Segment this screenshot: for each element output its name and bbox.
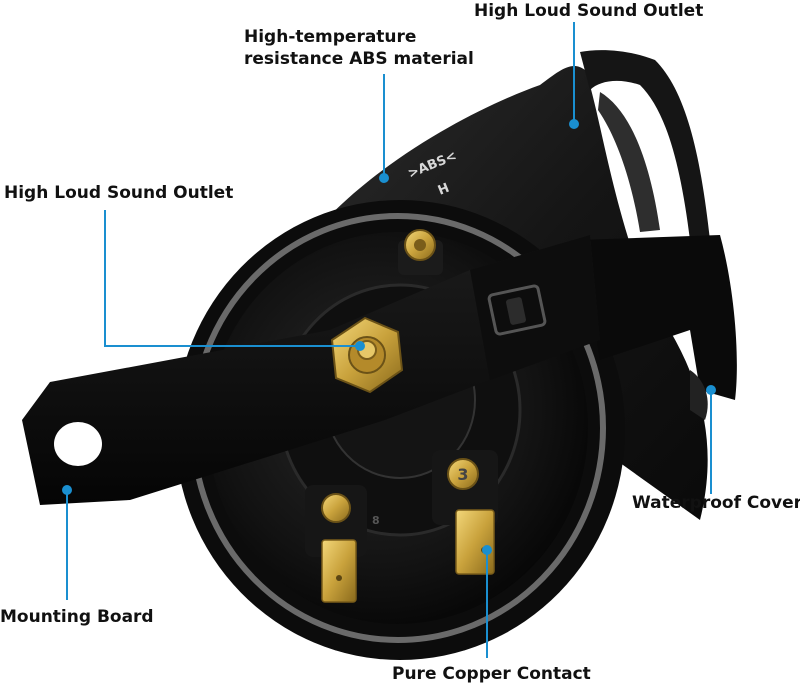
copper-blade-right — [455, 509, 495, 575]
callout-dot-mounting — [62, 485, 72, 495]
outlet-flap — [580, 50, 710, 240]
callout-abs-line1: High-temperature — [244, 27, 417, 47]
body-number: 8 — [372, 514, 380, 527]
copper-blade-left — [321, 539, 357, 603]
callout-dot-abs — [379, 173, 389, 183]
callout-waterproof-cover: Waterproof Cover — [632, 493, 800, 513]
callout-dot-waterproof — [706, 385, 716, 395]
terminal-number: 3 — [457, 465, 468, 484]
callout-copper-contact: Pure Copper Contact — [392, 664, 591, 684]
waterproof-cover-shape — [580, 235, 737, 400]
callout-dot-left-outlet — [355, 341, 365, 351]
callout-abs-material: High-temperature resistance ABS material — [244, 26, 474, 70]
abs-stamp-letter: H — [436, 181, 452, 199]
callout-left-outlet: High Loud Sound Outlet — [4, 183, 234, 203]
callout-dot-top-outlet — [569, 119, 579, 129]
mounting-hole — [54, 422, 102, 466]
callout-mounting-board: Mounting Board — [0, 607, 154, 627]
mounting-bracket — [22, 235, 600, 505]
callout-abs-line2: resistance ABS material — [244, 49, 474, 69]
callout-top-right-outlet: High Loud Sound Outlet — [474, 1, 704, 21]
callout-dot-copper — [482, 545, 492, 555]
terminal-screw-3 — [447, 458, 479, 490]
